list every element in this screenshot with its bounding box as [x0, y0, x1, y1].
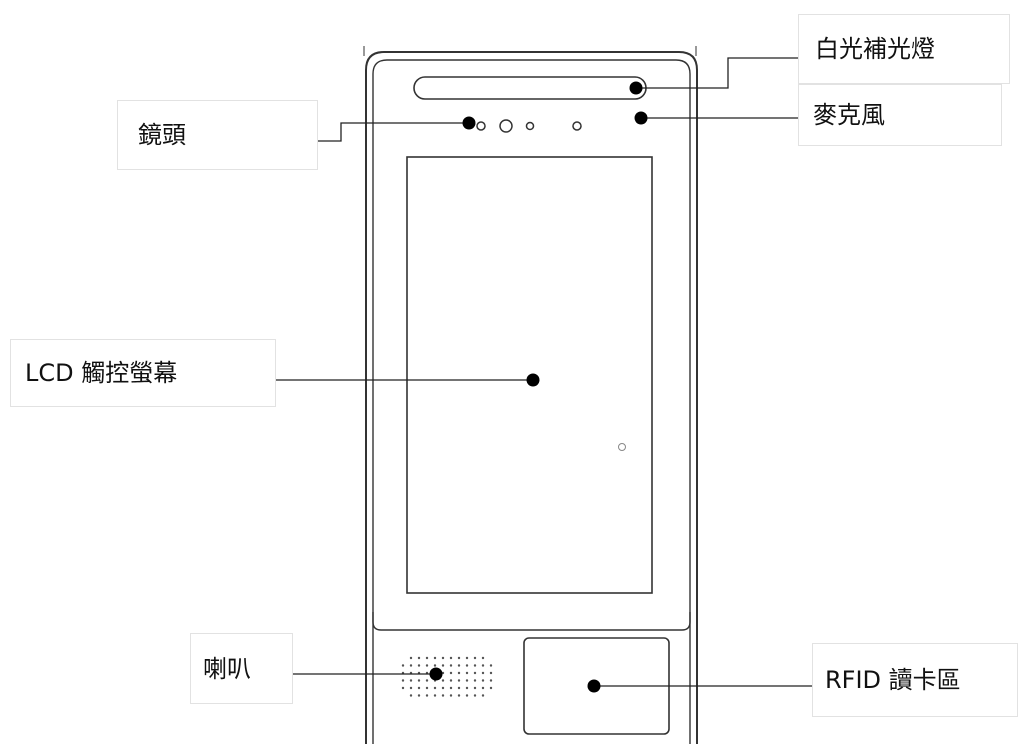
grille-hole: [457, 671, 461, 675]
grille-hole: [473, 694, 477, 697]
grille-hole: [417, 686, 421, 690]
device-body: [363, 46, 698, 744]
label-speaker: 喇叭: [190, 633, 293, 704]
label-microphone: 麥克風: [798, 84, 1002, 146]
grille-hole: [425, 694, 429, 697]
device-inner-bezel: [372, 59, 691, 744]
grille-hole: [457, 664, 461, 667]
grille-hole: [441, 679, 445, 682]
grille-hole: [481, 656, 485, 660]
grille-hole: [433, 656, 437, 660]
grille-hole: [433, 694, 437, 697]
grille-hole: [449, 656, 453, 660]
callout-dot-camera: [462, 116, 476, 130]
grille-hole: [449, 664, 453, 667]
leader-line-fill-light: [636, 57, 803, 89]
grille-hole: [481, 664, 485, 667]
fill-light-strip: [413, 76, 647, 100]
grille-hole: [425, 679, 429, 682]
label-text: LCD 觸控螢幕: [25, 359, 178, 387]
grille-hole: [489, 671, 493, 675]
grille-hole: [465, 679, 469, 682]
sensor-hole: [476, 121, 486, 131]
grille-hole: [457, 679, 461, 682]
grille-hole: [417, 694, 421, 697]
grille-hole: [401, 686, 405, 690]
grille-hole: [457, 694, 461, 697]
device-outer-shell: [365, 51, 698, 744]
grille-hole: [465, 686, 469, 690]
grille-hole: [473, 686, 477, 690]
grille-hole: [417, 664, 421, 667]
grille-hole: [449, 679, 453, 682]
grille-hole: [409, 656, 413, 660]
grille-hole: [433, 664, 437, 667]
grille-hole: [449, 686, 453, 690]
callout-dot-microphone: [634, 111, 648, 125]
label-lcd-touchscreen: LCD 觸控螢幕: [10, 339, 276, 407]
grille-hole: [441, 664, 445, 667]
grille-hole: [409, 694, 413, 697]
grille-hole: [473, 656, 477, 660]
label-white-fill-light: 白光補光燈: [798, 14, 1010, 84]
grille-hole: [441, 656, 445, 660]
grille-hole: [481, 694, 485, 697]
grille-hole: [417, 656, 421, 660]
callout-dot-lcd: [526, 373, 540, 387]
grille-hole: [481, 671, 485, 675]
callout-dot-speaker: [429, 667, 443, 681]
sensor-hole: [525, 121, 535, 131]
label-text: 麥克風: [813, 101, 885, 129]
camera-lens: [499, 119, 513, 133]
sensor-row: [476, 119, 582, 133]
grille-hole: [465, 694, 469, 697]
grille-hole: [457, 656, 461, 660]
grille-hole: [425, 656, 429, 660]
grille-hole: [489, 664, 493, 667]
grille-hole: [489, 686, 493, 690]
grille-hole: [433, 686, 437, 690]
label-camera: 鏡頭: [117, 100, 318, 170]
screen-panel-bottom-edge: [372, 612, 691, 631]
label-text: 鏡頭: [138, 121, 186, 149]
callout-dots: [429, 81, 648, 693]
grille-hole: [465, 664, 469, 667]
grille-hole: [473, 671, 477, 675]
grille-hole: [473, 664, 477, 667]
grille-hole: [465, 671, 469, 675]
grille-hole: [425, 664, 429, 667]
callout-dot-fill-light: [629, 81, 643, 95]
grille-hole: [409, 664, 413, 667]
grille-hole: [465, 656, 469, 660]
label-text: 白光補光燈: [815, 35, 935, 63]
lcd-screen: [406, 156, 653, 594]
screen-sensor-dot: [618, 443, 626, 451]
grille-hole: [481, 679, 485, 682]
grille-hole: [425, 686, 429, 690]
label-text: RFID 讀卡區: [825, 666, 961, 694]
grille-hole: [481, 686, 485, 690]
label-rfid-reader: RFID 讀卡區: [812, 643, 1018, 717]
callout-dot-rfid: [587, 679, 601, 693]
grille-hole: [457, 686, 461, 690]
grille-hole: [401, 664, 405, 667]
sensor-hole: [572, 121, 582, 131]
grille-hole: [401, 679, 405, 682]
speaker-grille: [401, 656, 493, 697]
grille-hole: [409, 679, 413, 682]
label-text: 喇叭: [203, 654, 251, 683]
grille-hole: [473, 679, 477, 682]
grille-hole: [449, 694, 453, 697]
grille-hole: [449, 671, 453, 675]
grille-hole: [489, 679, 493, 682]
grille-hole: [409, 686, 413, 690]
grille-hole: [441, 694, 445, 697]
grille-hole: [441, 686, 445, 690]
grille-hole: [417, 679, 421, 682]
